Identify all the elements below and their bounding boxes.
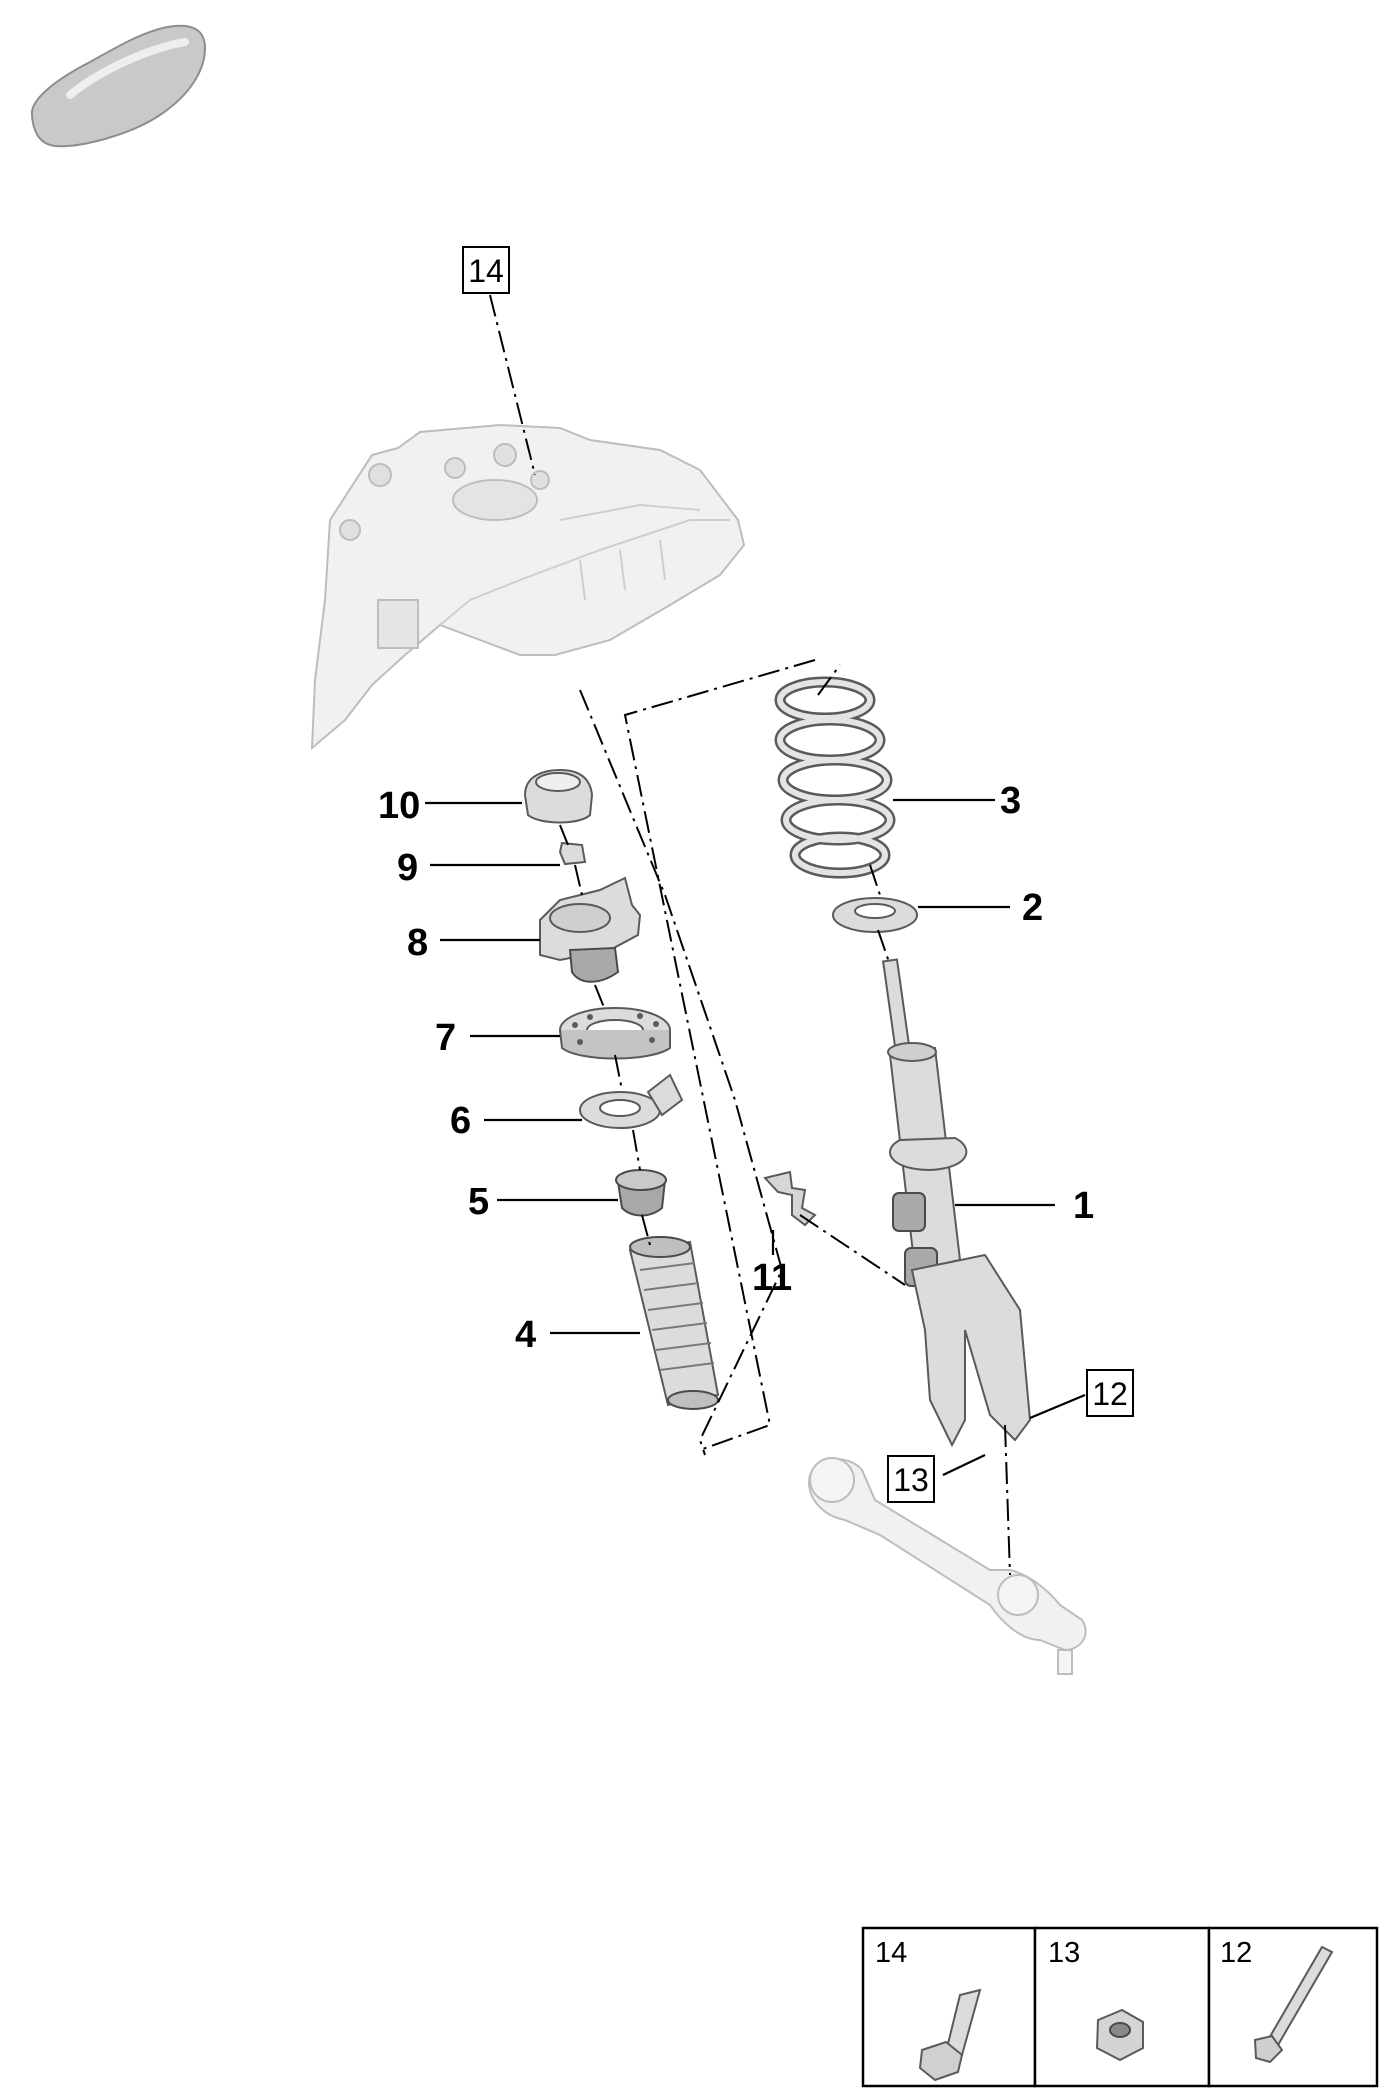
hardware-table: 14 13 12 [861, 1926, 1379, 2088]
callout-5: 5 [468, 1181, 489, 1223]
boxed-ref-13-label: 13 [893, 1462, 929, 1498]
part-11-bracket[interactable] [763, 1170, 817, 1227]
hardware-cell-14-label: 14 [875, 1937, 907, 1969]
part-10-cap[interactable] [523, 768, 594, 824]
boxed-ref-12[interactable]: 12 [1086, 1369, 1134, 1417]
callout-8: 8 [407, 922, 428, 964]
callout-3: 3 [1000, 780, 1021, 822]
part-7-spring-seat[interactable] [559, 1007, 671, 1060]
assembly-lines [489, 294, 1011, 1576]
part-9-nut[interactable] [558, 841, 587, 866]
hardware-cell-14[interactable]: 14 [861, 1926, 1037, 2088]
boxed-ref-12-label: 12 [1092, 1376, 1128, 1412]
callout-4: 4 [515, 1314, 536, 1356]
hardware-cell-12-label: 12 [1220, 1937, 1252, 1969]
callout-7: 7 [435, 1017, 456, 1059]
boxed-ref-14-label: 14 [468, 253, 504, 289]
callout-2: 2 [1022, 887, 1043, 929]
hardware-cell-13-label: 13 [1048, 1937, 1080, 1969]
control-arm-context-part [808, 1457, 1087, 1675]
part-8-strut-mount[interactable] [539, 876, 642, 983]
hardware-cell-13[interactable]: 13 [1033, 1926, 1211, 2088]
callout-1: 1 [1073, 1185, 1094, 1227]
strut-tower-context-part [310, 423, 746, 751]
part-1-shock-absorber[interactable] [881, 958, 1032, 1448]
hardware-cell-12[interactable]: 12 [1207, 1926, 1379, 2088]
part-5-bump-stop[interactable] [615, 1169, 667, 1217]
nut-icon [1095, 2008, 1144, 2062]
callout-9: 9 [397, 847, 418, 889]
part-4-dust-boot[interactable] [628, 1236, 720, 1410]
boxed-ref-13[interactable]: 13 [887, 1455, 935, 1503]
part-2-spring-pad[interactable] [832, 897, 918, 933]
callout-10: 10 [378, 785, 420, 827]
callout-6: 6 [450, 1100, 471, 1142]
leader-lines [425, 798, 1086, 1476]
long-bolt-icon [1253, 1945, 1334, 2064]
car-thumbnail-icon[interactable] [30, 24, 207, 148]
boxed-ref-14[interactable]: 14 [462, 246, 510, 294]
callout-11: 11 [752, 1257, 792, 1299]
bolt-icon [918, 1988, 982, 2082]
part-6-isolator[interactable] [579, 1073, 684, 1129]
